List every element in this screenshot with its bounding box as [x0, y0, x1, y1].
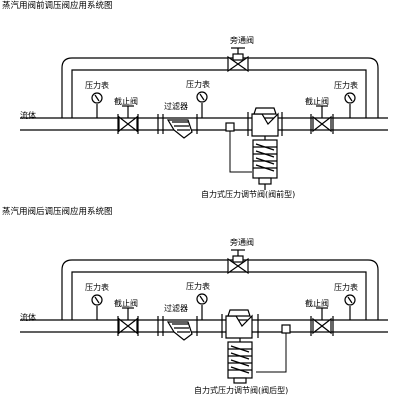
diagram-1-regulator-label: 自力式压力调节阀(阀前型) — [201, 190, 296, 199]
diagram-1-left-gauge-label: 压力表 — [85, 81, 109, 90]
impulse-line — [256, 332, 287, 373]
bypass-valve — [227, 249, 249, 275]
diagram-2-regulator-label: 自力式压力调节阀(阀后型) — [194, 386, 289, 395]
bypass-pipe — [61, 57, 379, 118]
diagram-2-left-gauge-label: 压力表 — [85, 283, 109, 292]
diagram-1-fluid-label: 流体 — [20, 111, 36, 120]
mid-gauge — [196, 91, 208, 118]
regulator-valve — [221, 309, 259, 384]
filter — [166, 321, 193, 341]
regulator-valve — [247, 107, 283, 190]
diagram-1-left-stop-label: 截止阀 — [114, 97, 138, 106]
diagram-1-filter-label: 过滤器 — [164, 102, 188, 111]
filter — [166, 119, 193, 139]
main-pipe — [20, 117, 388, 131]
diagram-1-right-gauge-label: 压力表 — [334, 81, 358, 90]
diagram-2-title: 蒸汽用阀后调压阀应用系统图 — [2, 207, 113, 217]
diagram-1-mid-gauge-label: 压力表 — [186, 80, 210, 89]
diagram-2-bypass-label: 旁通阀 — [230, 238, 254, 247]
right-gauge — [344, 294, 356, 320]
right-stop-valve — [310, 105, 334, 134]
diagram-2-right-stop-label: 截止阀 — [305, 299, 329, 308]
bypass-valve — [227, 47, 249, 73]
main-pipe — [20, 319, 388, 333]
bypass-pipe — [61, 259, 379, 320]
left-gauge — [91, 92, 103, 118]
right-stop-valve — [310, 307, 334, 336]
mid-gauge — [196, 293, 208, 320]
diagram-1-bypass-label: 旁通阀 — [230, 36, 254, 45]
diagram-2-filter-label: 过滤器 — [164, 304, 188, 313]
diagram-1-right-stop-label: 截止阀 — [305, 97, 329, 106]
diagram-2-fluid-label: 流体 — [20, 313, 36, 322]
diagram-2-left-stop-label: 截止阀 — [114, 299, 138, 308]
left-gauge — [91, 294, 103, 320]
right-gauge — [344, 92, 356, 118]
diagram-1-title: 蒸汽用阀前调压阀应用系统图 — [2, 1, 113, 11]
diagram-2-mid-gauge-label: 压力表 — [186, 282, 210, 291]
left-stop-valve — [117, 105, 139, 134]
left-stop-valve — [117, 307, 139, 336]
diagram-1 — [20, 47, 388, 190]
diagram-2-right-gauge-label: 压力表 — [334, 283, 358, 292]
impulse-line — [229, 130, 252, 173]
diagram-2 — [20, 249, 388, 384]
